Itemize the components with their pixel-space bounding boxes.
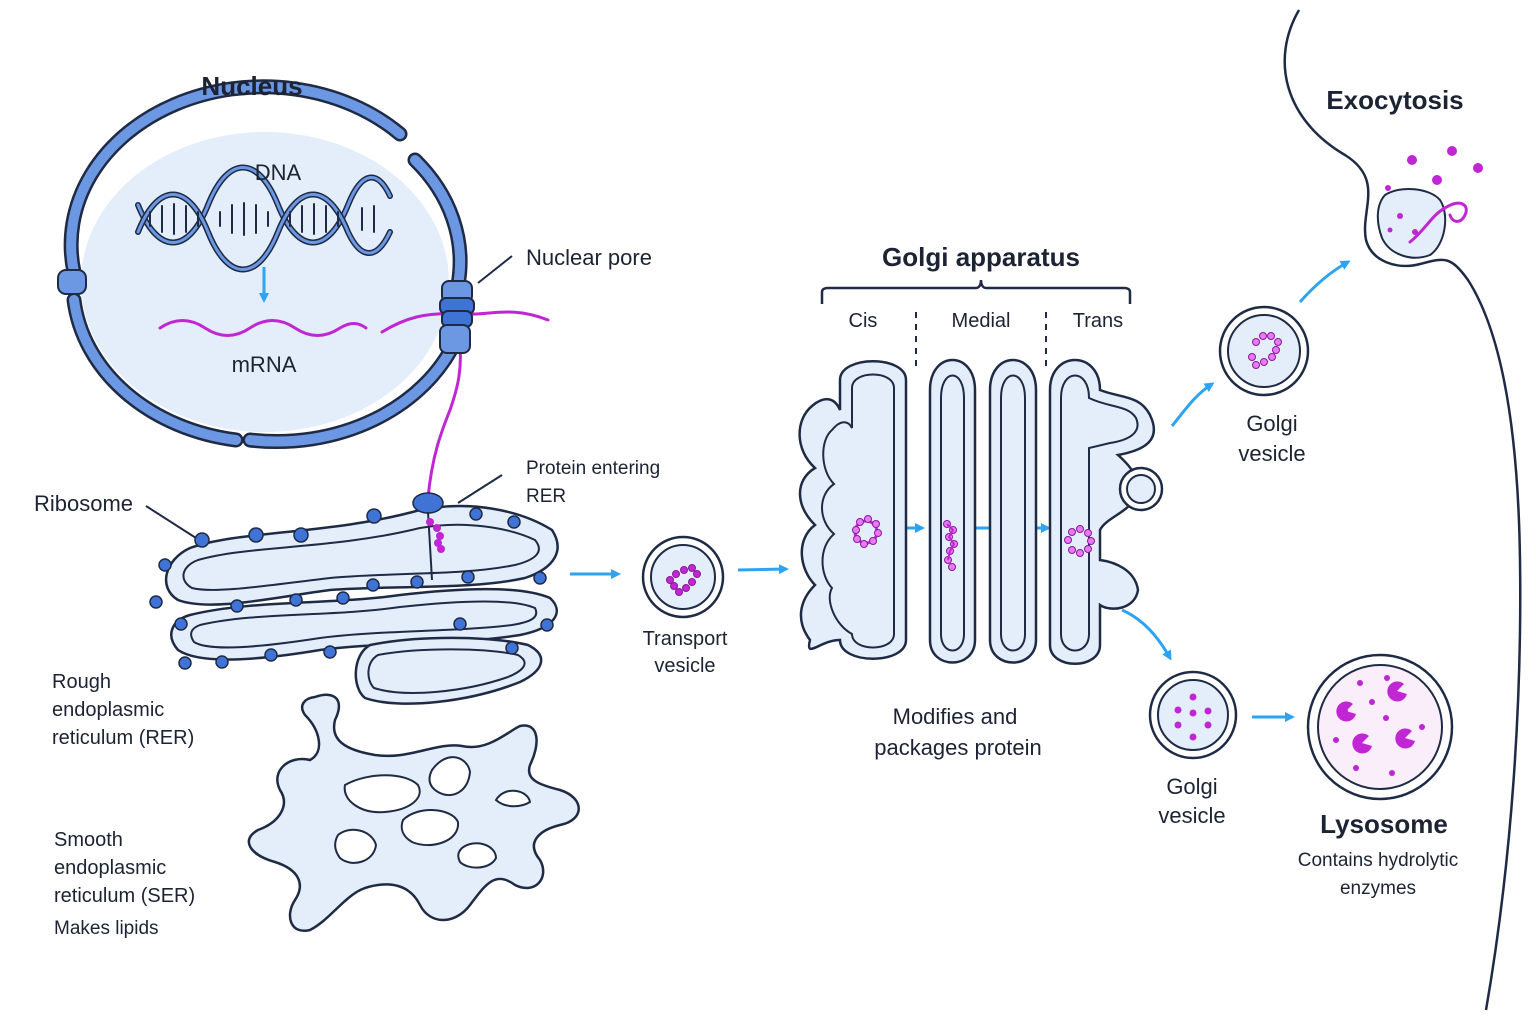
- golgi-note-1: Modifies and: [893, 704, 1018, 729]
- golgi-title: Golgi apparatus: [882, 242, 1080, 272]
- medial-cisterna-1: [928, 358, 977, 664]
- protein-entering-label-2: RER: [526, 486, 566, 507]
- ribosome-leader: [145, 505, 197, 539]
- lysosome-note-2: enzymes: [1340, 878, 1416, 899]
- medial-cisterna-2: [988, 358, 1038, 664]
- protein-entering-label-1: Protein entering: [526, 458, 660, 479]
- golgi-vesicle-top-label-1: Golgi: [1246, 411, 1297, 436]
- arrow-to-exocytosis: [1298, 260, 1351, 303]
- lysosome-label: Lysosome: [1320, 809, 1448, 839]
- rer-ribosomes: [149, 507, 554, 670]
- rough-er: [145, 474, 559, 705]
- left-nuclear-pore: [57, 269, 87, 295]
- translating-ribosome: [412, 492, 445, 581]
- transport-vesicle: [641, 535, 725, 619]
- golgi-vesicle-top: [1218, 305, 1310, 397]
- mrna-strand: [158, 319, 368, 337]
- dna-label: DNA: [255, 160, 302, 185]
- cis-cisterna: [798, 360, 908, 660]
- golgi-vesicle-bottom-label-1: Golgi: [1166, 774, 1217, 799]
- rer-label-1: Rough: [52, 671, 111, 693]
- smooth-er: [247, 693, 580, 933]
- medial-label: Medial: [952, 310, 1011, 332]
- ser-label-3: reticulum (SER): [54, 885, 195, 907]
- dna-helix: [135, 164, 393, 273]
- trans-label: Trans: [1073, 310, 1123, 332]
- protein-entering-leader: [457, 474, 503, 504]
- rer-cisterna-2: [170, 587, 558, 661]
- nucleus-label: Nucleus: [201, 71, 302, 101]
- nuclear-envelope: [63, 79, 468, 449]
- labels: Nucleus DNA mRNA Nuclear pore Ribosome P…: [34, 71, 1464, 939]
- mrna-label: mRNA: [232, 352, 297, 377]
- golgi-bracket: [820, 279, 1132, 304]
- transport-vesicle-label-2: vesicle: [654, 655, 715, 677]
- mrna-to-ribosome: [426, 328, 462, 500]
- lysosome-note-1: Contains hydrolytic: [1298, 850, 1459, 871]
- cis-label: Cis: [849, 310, 878, 332]
- ser-label-1: Smooth: [54, 829, 123, 851]
- nucleus: [57, 79, 550, 500]
- plasma-membrane: [1283, 9, 1522, 1011]
- nuclear-pore-complex: [439, 280, 475, 354]
- golgi-vesicle-top-label-2: vesicle: [1238, 441, 1305, 466]
- golgi-note-2: packages protein: [874, 735, 1042, 760]
- transport-vesicle-label-1: Transport: [643, 628, 728, 650]
- exocytosis-vesicle: [1376, 188, 1468, 259]
- ser-label-2: endoplasmic: [54, 857, 166, 879]
- arrow-transport-to-golgi: [737, 564, 789, 575]
- exocytosis-label: Exocytosis: [1326, 85, 1463, 115]
- nuclear-pore-label: Nuclear pore: [526, 245, 652, 270]
- arrow-golgi-to-top-vesicle: [1170, 382, 1215, 427]
- rer-label-2: endoplasmic: [52, 699, 164, 721]
- budding-vesicle: [1118, 466, 1164, 512]
- nuclear-pore-leader: [477, 255, 513, 284]
- golgi-vesicle-bottom: [1148, 670, 1238, 760]
- ribosome-label: Ribosome: [34, 491, 133, 516]
- rer-label-3: reticulum (RER): [52, 727, 194, 749]
- arrow-golgi-to-bottom-vesicle: [1121, 608, 1172, 661]
- secreted-proteins: [1385, 146, 1483, 191]
- lysosome: [1306, 653, 1454, 801]
- golgi-apparatus: [798, 279, 1164, 665]
- rer-cisterna-3: [354, 636, 543, 705]
- ser-note: Makes lipids: [54, 918, 159, 939]
- golgi-vesicle-bottom-label-2: vesicle: [1158, 803, 1225, 828]
